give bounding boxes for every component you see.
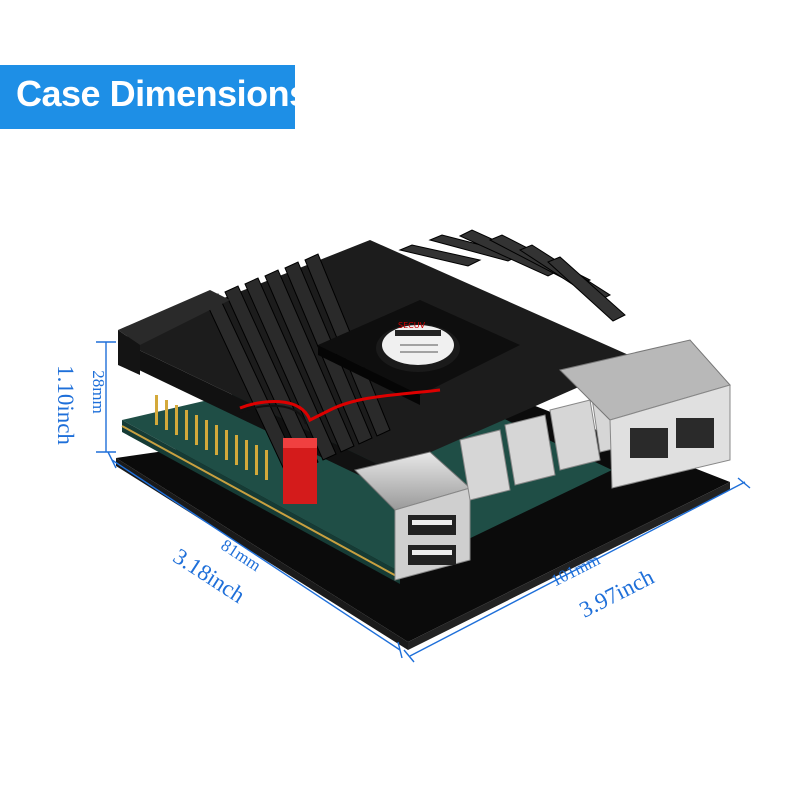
banner-title: Case Dimensions — [16, 73, 309, 114]
usb-port-stack — [354, 451, 472, 581]
height-mm-label: 28mm — [89, 370, 108, 413]
title-banner: Case Dimensions — [0, 65, 309, 129]
depth-dimension-line — [107, 451, 403, 659]
fan-wire — [239, 388, 441, 423]
height-inch-label: 1.10inch — [53, 365, 78, 445]
ethernet-ports — [559, 339, 731, 489]
red-connector — [283, 438, 317, 504]
height-dimension-line — [96, 341, 116, 453]
gpio-header — [155, 395, 268, 480]
cooling-fan: SECUV — [318, 300, 520, 405]
fan-label: SECUV — [398, 321, 426, 330]
width-dimension-line — [403, 477, 751, 663]
